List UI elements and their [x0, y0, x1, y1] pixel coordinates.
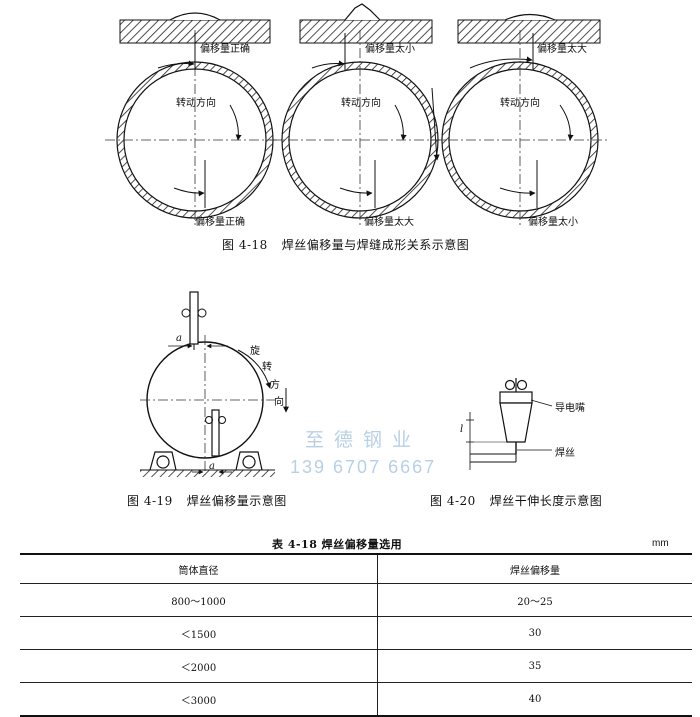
fig419-caption: 图 4-19 焊丝偏移量示意图	[127, 492, 287, 509]
fig418-top-label-1: 偏移量正确	[200, 44, 250, 55]
fig418-pipe-2	[270, 3, 450, 225]
fig419-rotation-char-2: 转	[262, 362, 272, 373]
fig418-pipe-3	[430, 13, 610, 225]
fig419-caption-text: 焊丝偏移量示意图	[186, 494, 287, 508]
diagram-canvas	[105, 3, 610, 477]
fig418-rotation-3: 转动方向	[500, 98, 540, 109]
fig418-rotation-1: 转动方向	[176, 98, 216, 109]
fig419-offset-top: a	[176, 333, 182, 344]
fig418-bottom-label-3: 偏移量太小	[528, 217, 578, 228]
table418-unit: mm	[652, 538, 669, 549]
header-offset: 焊丝偏移量	[377, 553, 692, 584]
cell-diameter: ＜1500	[20, 616, 378, 650]
fig420-length-symbol: l	[460, 424, 464, 435]
table418-title: 表 4-18 焊丝偏移量选用	[272, 538, 403, 551]
cell-diameter: ＜2000	[20, 649, 378, 683]
weld-bead-1	[169, 12, 221, 21]
weld-bead-3	[504, 13, 556, 21]
fig418-caption-number: 图 4-18	[222, 238, 268, 252]
fig420-contact-tip-label: 导电嘴	[555, 403, 585, 414]
cell-diameter: 800～1000	[20, 583, 378, 617]
fig419-drawing	[140, 291, 289, 477]
fig420-caption: 图 4-20 焊丝干伸长度示意图	[430, 492, 602, 509]
weld-plate-2	[299, 19, 433, 44]
fig419-caption-number: 图 4-19	[127, 494, 173, 508]
watermark-phone: 139 6707 6667	[290, 457, 437, 477]
fig420-caption-number: 图 4-20	[430, 494, 476, 508]
fig420-caption-text: 焊丝干伸长度示意图	[489, 494, 603, 508]
cell-offset: 35	[377, 649, 692, 683]
fig418-bottom-label-1: 偏移量正确	[195, 217, 245, 228]
inner-torch	[211, 409, 220, 457]
table-row: 800～1000 20～25	[20, 583, 692, 617]
cell-diameter: ＜3000	[20, 682, 378, 717]
contact-tip-shape	[499, 402, 533, 443]
fig418-caption-text: 焊丝偏移量与焊缝成形关系示意图	[281, 238, 470, 252]
cell-offset: 40	[377, 682, 692, 717]
table-row: ＜2000 35	[20, 649, 692, 683]
fig418-top-label-3: 偏移量太大	[537, 44, 587, 55]
fig420-drawing	[466, 378, 553, 470]
fig419-rotation-char-4: 向	[274, 397, 284, 408]
cell-offset: 30	[377, 616, 692, 650]
outer-torch	[189, 291, 199, 345]
weld-bead-2	[344, 3, 381, 21]
header-diameter: 筒体直径	[20, 553, 378, 584]
watermark-company: 至德钢业	[305, 429, 422, 451]
fig418-rotation-2: 转动方向	[341, 98, 381, 109]
offset-selection-table: 筒体直径 焊丝偏移量 800～1000 20～25 ＜1500 30 ＜2000…	[20, 553, 692, 717]
cell-offset: 20～25	[377, 583, 692, 617]
table-header-row: 筒体直径 焊丝偏移量	[20, 553, 692, 584]
fig418-top-label-2: 偏移量太小	[365, 44, 415, 55]
fig418-caption: 图 4-18 焊丝偏移量与焊缝成形关系示意图	[222, 236, 469, 253]
fig419-rotation-char-3: 方	[270, 380, 280, 391]
fig420-wire-label: 焊丝	[555, 448, 575, 459]
table-row: ＜1500 30	[20, 616, 692, 650]
fig418-pipe-1	[105, 12, 285, 225]
table-row: ＜3000 40	[20, 682, 692, 717]
fig418-bottom-label-2: 偏移量太大	[364, 217, 414, 228]
fig419-offset-bottom: a	[209, 461, 215, 472]
fig419-rotation-char-1: 旋	[250, 346, 260, 357]
